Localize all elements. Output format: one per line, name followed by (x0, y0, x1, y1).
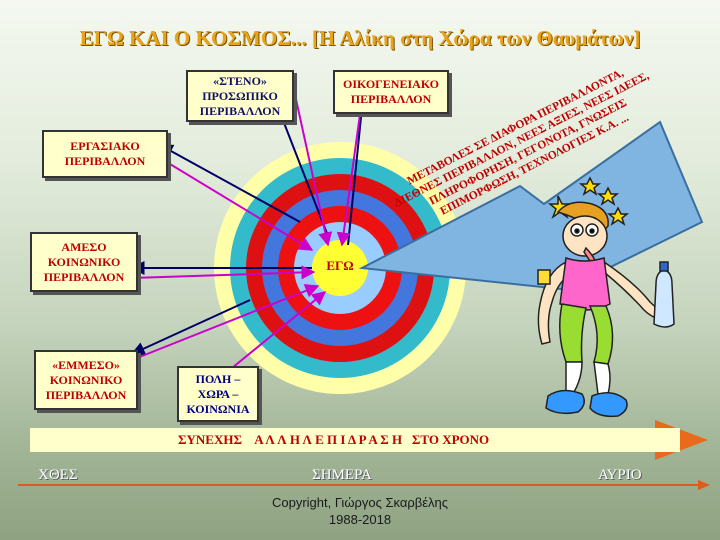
timeline-arrowhead (698, 480, 710, 490)
box-line: ΠΕΡΙΒΑΛΛΟΝ (199, 103, 281, 118)
box-line: ΠΕΡΙΒΑΛΛΟΝ (64, 154, 146, 168)
big-influence-arrow (358, 120, 704, 295)
ring-center (312, 240, 368, 296)
box-line: ΠΟΛΗ – (195, 371, 241, 386)
timeline-past-label: ΧΘΕΣ (38, 467, 78, 483)
box-line: «ΕΜΜΕΣΟ» (52, 357, 120, 372)
timeline-future-label: ΑΥΡΙΟ (598, 467, 642, 483)
box-family-environment: ΟΙΚΟΓΕΝΕΙΑΚΟ ΠΕΡΙΒΑΛΛΟΝ (333, 70, 449, 114)
box-line: ΠΕΡΙΒΑΛΛΟΝ (350, 92, 432, 106)
magenta-arrows (131, 71, 366, 369)
alice-cartoon (537, 176, 675, 418)
box-city-country-society: ΠΟΛΗ – ΧΩΡΑ – ΚΟΙΝΩΝΙΑ (177, 366, 259, 422)
box-work-environment: ΕΡΓΑΣΙΑΚΟ ΠΕΡΙΒΑΛΛΟΝ (42, 130, 168, 178)
continuous-interaction-label: ΣΥΝΕΧΗΣ Α Λ Λ Η Λ Ε Π Ι Δ Ρ Α Σ Η ΣΤΟ ΧΡ… (178, 432, 490, 447)
box-line: ΑΜΕΣΟ (61, 239, 107, 254)
box-line: ΠΕΡΙΒΑΛΛΟΝ (43, 269, 125, 284)
copyright-line: Copyright, Γιώργος Σκαρβέλης (271, 495, 449, 510)
box-line: ΚΟΙΝΩΝΙΚΟ (47, 254, 121, 269)
box-steno-personal-environment: «ΣΤΕΝΟ» ΠΡΟΣΩΠΙΚΟ ΠΕΡΙΒΑΛΛΟΝ (186, 70, 294, 122)
continuous-interaction-bar (30, 428, 680, 452)
box-direct-social-environment: ΑΜΕΣΟ ΚΟΙΝΩΝΙΚΟ ΠΕΡΙΒΑΛΛΟΝ (30, 232, 138, 292)
box-line: ΠΡΟΣΩΠΙΚΟ (202, 88, 278, 103)
timeline-present-label: ΣΗΜΕΡΑ (312, 467, 372, 483)
box-line: «ΣΤΕΝΟ» (213, 73, 267, 88)
box-line: ΧΩΡΑ – (197, 386, 239, 401)
box-line: ΕΡΓΑΣΙΑΚΟ (70, 139, 140, 153)
copyright-notice: Copyright, Γιώργος Σκαρβέλης 1988-2018 (230, 494, 490, 528)
box-line: ΟΙΚΟΓΕΝΕΙΑΚΟ (343, 77, 439, 91)
center-ego-label: ΕΓΩ (326, 258, 354, 273)
box-line: ΚΟΙΝΩΝΙΚΟ (49, 372, 123, 387)
box-indirect-social-environment: «ΕΜΜΕΣΟ» ΚΟΙΝΩΝΙΚΟ ΠΕΡΙΒΑΛΛΟΝ (34, 350, 138, 410)
slide-title: ΕΓΩ ΚΑΙ Ο ΚΟΣΜΟΣ... [Η Αλίκη στη Χώρα τω… (79, 26, 641, 50)
box-line: ΠΕΡΙΒΑΛΛΟΝ (45, 387, 127, 402)
box-line: ΚΟΙΝΩΝΙΑ (186, 401, 250, 416)
copyright-line: 1988-2018 (328, 512, 392, 527)
